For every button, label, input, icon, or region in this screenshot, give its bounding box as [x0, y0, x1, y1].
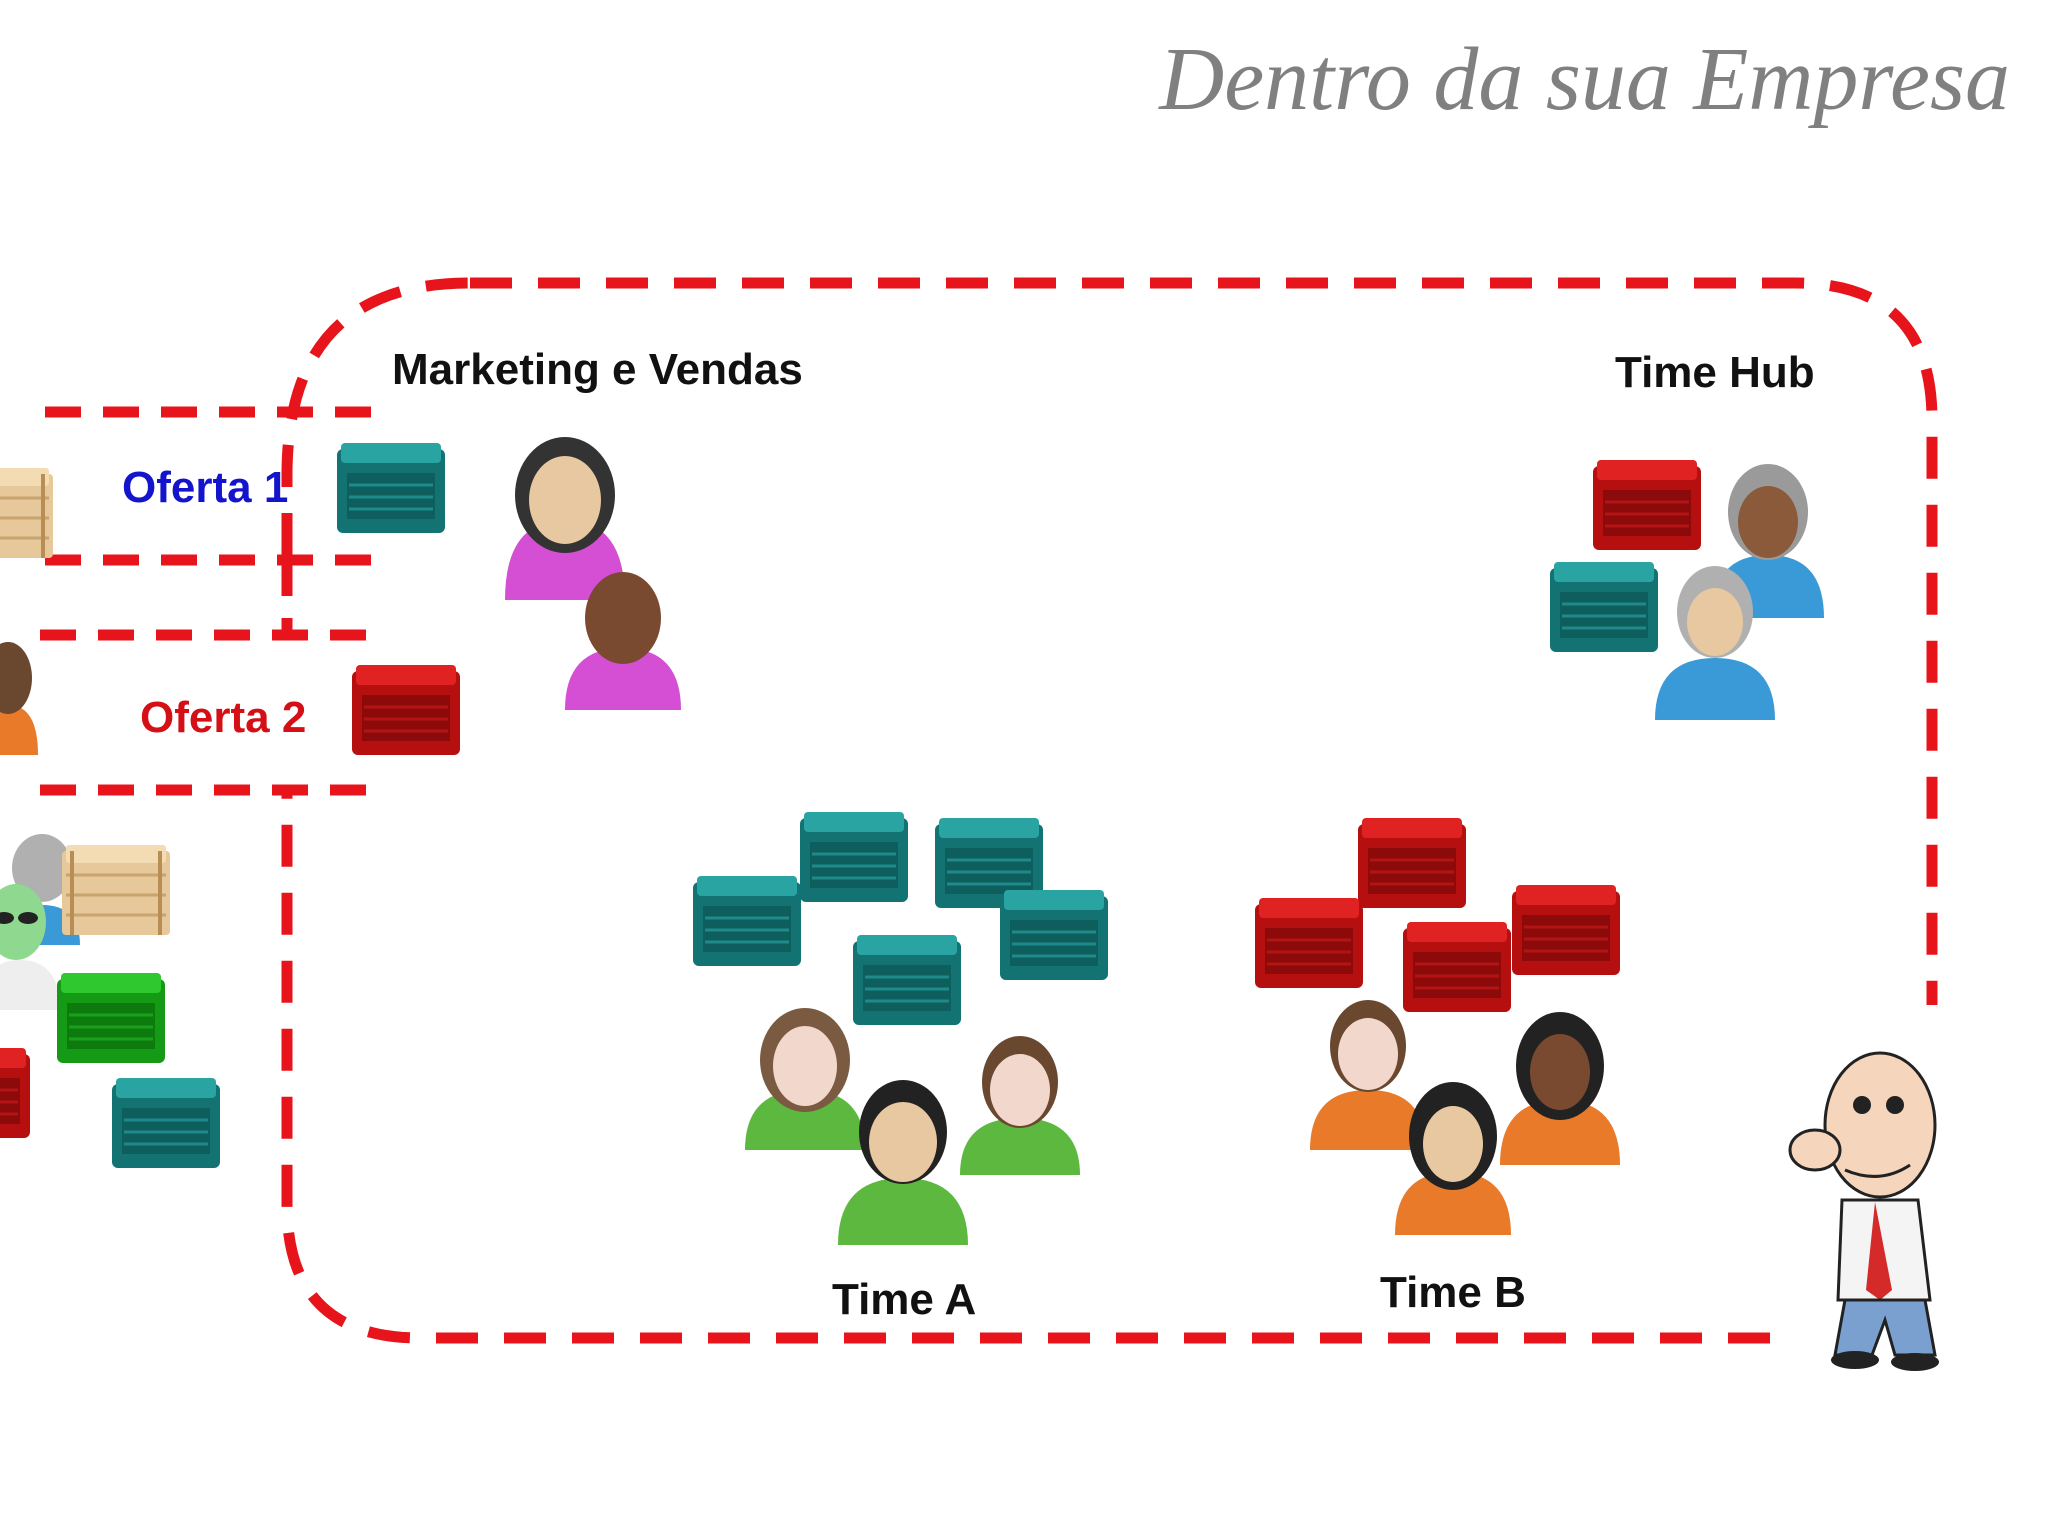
company-boundary [281, 277, 1938, 1344]
external-person-icon [0, 642, 38, 755]
marketing-person-2-icon [565, 572, 681, 710]
team-a-person-2-icon [960, 1036, 1080, 1175]
team-a-person-1-icon [745, 1008, 865, 1150]
team-a-label: Time A [832, 1275, 977, 1324]
team-b-person-1-icon [1310, 1000, 1426, 1150]
hub-label: Time Hub [1615, 348, 1815, 397]
team-b-box-4-icon [1401, 920, 1513, 1014]
team-b-box-3-icon [1510, 883, 1622, 977]
team-b-box-1-icon [1356, 816, 1468, 910]
team-b-person-2-icon [1500, 1012, 1620, 1165]
external-green-box-icon [55, 971, 167, 1065]
team-b-label: Time B [1380, 1268, 1526, 1317]
offer-2-box-icon [350, 663, 462, 757]
hub-person-2-icon [1655, 566, 1775, 720]
external-teal-box-icon [110, 1076, 222, 1170]
hub-teal-box-icon [1548, 560, 1660, 654]
team-a-person-3-icon [838, 1080, 968, 1245]
hub-red-box-icon [1591, 458, 1703, 552]
cartoon-man-icon [1788, 1051, 1939, 1371]
marketing-label: Marketing e Vendas [392, 345, 803, 394]
external-wood-box-2-icon [60, 843, 172, 937]
offer-1-label: Oferta 1 [122, 463, 289, 512]
external-wood-box-icon [0, 466, 55, 560]
offer-1-box-icon [335, 441, 447, 535]
team-b-box-2-icon [1253, 896, 1365, 990]
team-a-box-5-icon [851, 933, 963, 1027]
team-a-box-4-icon [998, 888, 1110, 982]
team-a-box-3-icon [691, 874, 803, 968]
offer-2-label: Oferta 2 [140, 693, 307, 742]
team-b-person-3-icon [1395, 1082, 1511, 1235]
offer-2-boundary [40, 560, 370, 796]
slide-title: Dentro da sua Empresa [1159, 30, 2010, 129]
marketing-person-1-icon [505, 437, 625, 600]
alien-avatar-icon [0, 884, 60, 1010]
external-red-box-icon [0, 1046, 32, 1140]
team-a-box-1-icon [798, 810, 910, 904]
